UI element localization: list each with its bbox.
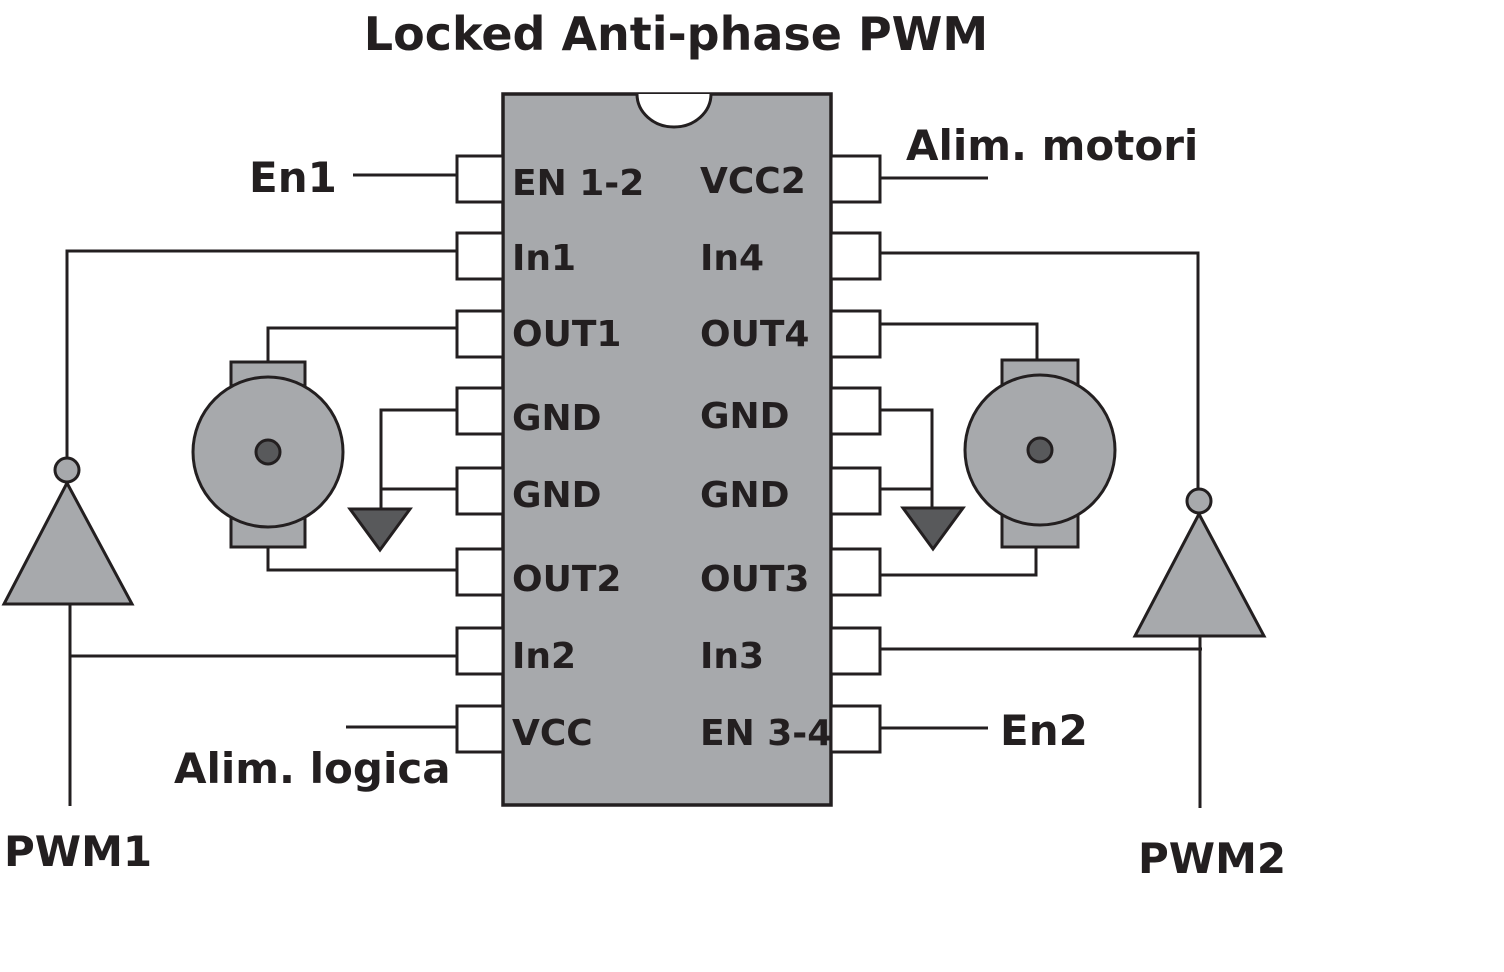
ground-icon	[347, 507, 413, 553]
pin-pad-en34	[829, 704, 882, 754]
pin-label-in3: In3	[700, 636, 764, 677]
wires	[65, 173, 1202, 808]
label-pwm1: PWM1	[4, 827, 152, 876]
pin-pad-in2	[455, 626, 505, 676]
label-pwm2: PWM2	[1138, 834, 1286, 883]
pin-pad-gnd-r1	[829, 386, 882, 436]
label-alim-motori: Alim. motori	[906, 121, 1198, 170]
pin-label-in4: In4	[700, 238, 764, 279]
l293-chip: EN 1-2 In1 OUT1 GND GND OUT2 In2 VCC VCC…	[455, 92, 882, 807]
pin-pad-gnd-r2	[829, 466, 882, 516]
pin-pad-out2	[455, 547, 505, 597]
pin-label-gnd-r2: GND	[700, 475, 790, 516]
pin-label-gnd-r1: GND	[700, 396, 790, 437]
inverter-icon	[1, 456, 135, 606]
label-en2: En2	[1000, 706, 1088, 755]
chip-notch	[635, 93, 713, 129]
pin-label-out4: OUT4	[700, 314, 809, 355]
pin-label-gnd-l2: GND	[512, 475, 602, 516]
pin-label-out3: OUT3	[700, 559, 809, 600]
pin-pad-in1	[455, 231, 505, 281]
pin-pad-vcc	[455, 704, 505, 754]
pin-pad-in4	[829, 231, 882, 281]
pin-label-in1: In1	[512, 238, 576, 279]
motor-icon	[963, 358, 1117, 549]
diagram-title: Locked Anti-phase PWM	[364, 7, 988, 61]
pin-label-en34: EN 3-4	[700, 713, 832, 754]
pin-pad-vcc2	[829, 154, 882, 204]
pin-label-en12: EN 1-2	[512, 163, 644, 204]
pin-pad-gnd-l1	[455, 386, 505, 436]
label-en1: En1	[249, 153, 337, 202]
pin-label-gnd-l1: GND	[512, 398, 602, 439]
pin-pad-in3	[829, 626, 882, 676]
pin-label-in2: In2	[512, 636, 576, 677]
pin-pad-gnd-l2	[455, 466, 505, 516]
pin-label-out2: OUT2	[512, 559, 621, 600]
pin-label-vcc2: VCC2	[700, 161, 806, 202]
pin-label-vcc: VCC	[512, 713, 593, 754]
inverter-icon	[1132, 487, 1267, 638]
pin-pad-out1	[455, 309, 505, 359]
pin-label-out1: OUT1	[512, 314, 621, 355]
pin-pad-out3	[829, 547, 882, 597]
ground-icon	[900, 506, 966, 552]
pin-pad-en12	[455, 154, 505, 204]
motor-icon	[191, 360, 345, 549]
label-alim-logica: Alim. logica	[174, 744, 451, 793]
pin-pad-out4	[829, 309, 882, 359]
